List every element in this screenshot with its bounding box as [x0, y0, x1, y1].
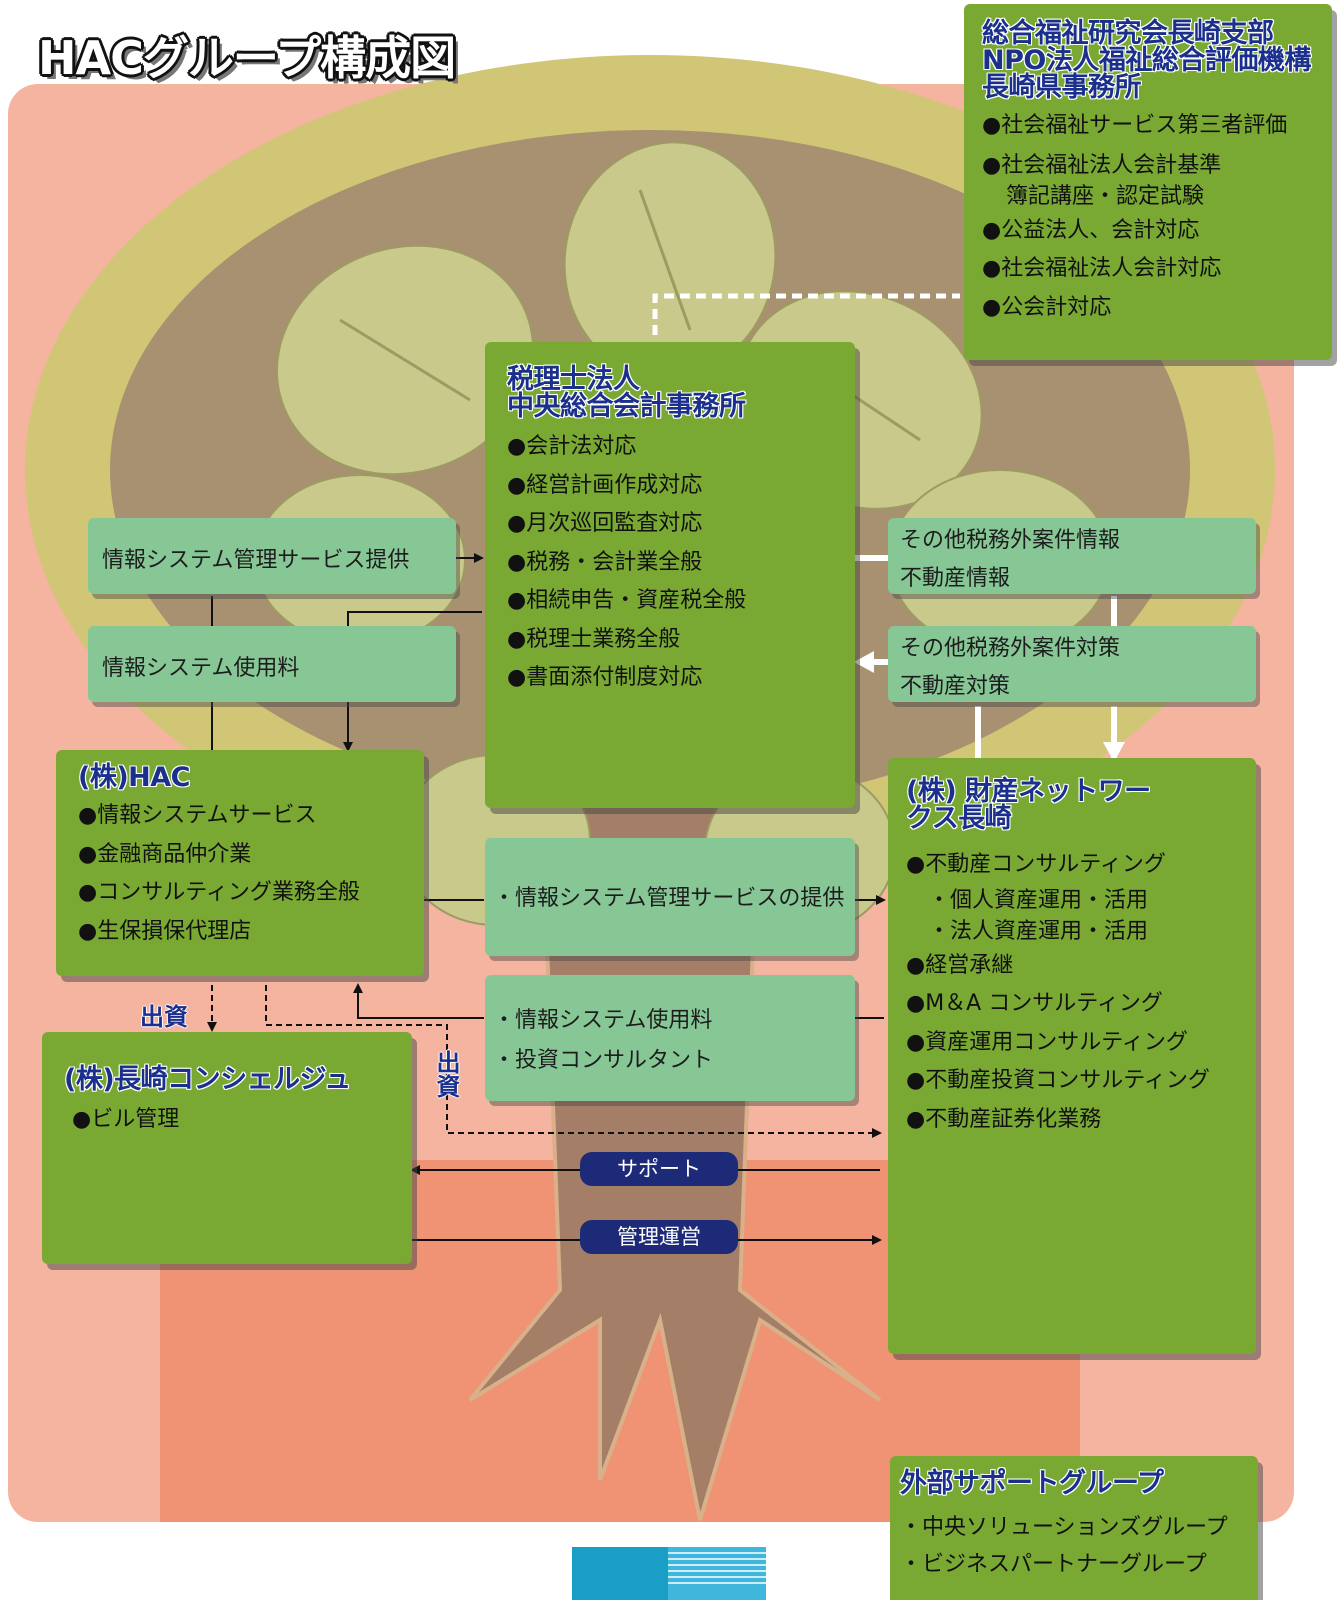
hac-item: ●生保損保代理店: [78, 918, 252, 944]
other-info-line-1: その他税務外案件情報: [900, 528, 1121, 553]
hac-item: ●金融商品仲介業: [78, 841, 252, 867]
mid-service-text: ・情報システム管理サービスの提供: [493, 886, 845, 911]
mid-fee-line-2: ・投資コンサルタント: [493, 1048, 714, 1073]
hac-title: (株)HAC: [78, 762, 191, 793]
external-item: ・ビジネスパートナーグループ: [900, 1552, 1207, 1577]
tax-item: ●相続申告・資産税全般: [507, 588, 747, 613]
zaisan-box: (株) 財産ネットワー クス長崎 ●不動産コンサルティング ・個人資産運用・活用…: [888, 758, 1256, 1354]
zaisan-item: ●不動産証券化業務: [906, 1106, 1102, 1132]
zaisan-item: ●M＆A コンサルティング: [906, 991, 1163, 1016]
label-info-usage-fee-text: 情報システム使用料: [102, 656, 300, 681]
npo-title-2: NPO法人福祉総合評価機構: [982, 45, 1311, 76]
hac-item: ●コンサルティング業務全般: [78, 880, 360, 905]
zaisan-subitem: ・法人資産運用・活用: [928, 918, 1149, 944]
zaisan-subitem: ・個人資産運用・活用: [928, 887, 1149, 913]
npo-item: ●社会福祉法人会計対応: [982, 256, 1222, 281]
label-other-info: その他税務外案件情報 不動産情報: [888, 518, 1256, 594]
npo-title-3: 長崎県事務所: [982, 72, 1142, 103]
zaisan-item: ●経営承継: [906, 952, 1014, 978]
tax-item: ●経営計画作成対応: [507, 472, 703, 498]
concierge-item: ●ビル管理: [72, 1107, 180, 1132]
zaisan-title-1: (株) 財産ネットワー: [906, 776, 1151, 807]
external-support-box: 外部サポートグループ ・中央ソリューションズグループ ・ビジネスパートナーグルー…: [890, 1456, 1258, 1600]
npo-item: ●公益法人、会計対応: [982, 217, 1200, 243]
hac-box: (株)HAC ●情報システムサービス ●金融商品仲介業 ●コンサルティング業務全…: [56, 750, 424, 976]
diagram-title: HACグループ構成図: [38, 31, 456, 85]
tax-item: ●税務・会計業全般: [507, 549, 703, 575]
label-mid-fee: ・情報システム使用料 ・投資コンサルタント: [485, 975, 855, 1101]
label-info-usage-fee: 情報システム使用料: [88, 626, 456, 702]
tax-title-2: 中央総合会計事務所: [507, 391, 746, 422]
npo-item: ●公会計対応: [982, 294, 1112, 320]
zaisan-item: ●不動産投資コンサルティング: [906, 1068, 1210, 1093]
concierge-title: (株)長崎コンシェルジュ: [64, 1064, 351, 1095]
npo-item-sub: 簿記講座・認定試験: [1006, 183, 1205, 209]
label-other-measure: その他税務外案件対策 不動産対策: [888, 626, 1256, 702]
management-pill: 管理運営: [580, 1220, 738, 1254]
tax-item: ●書面添付制度対応: [507, 665, 703, 690]
tax-item: ●税理士業務全般: [507, 626, 681, 652]
npo-item: ●社会福祉サービス第三者評価: [982, 113, 1288, 138]
zaisan-item: ●資産運用コンサルティング: [906, 1029, 1188, 1055]
npo-box: 総合福祉研究会長崎支部 NPO法人福祉総合評価機構 長崎県事務所 ●社会福祉サー…: [964, 4, 1332, 360]
label-info-mgmt-service-text: 情報システム管理サービス提供: [102, 548, 410, 573]
hac-item: ●情報システムサービス: [78, 803, 317, 828]
concierge-box: (株)長崎コンシェルジュ ●ビル管理: [42, 1032, 412, 1264]
other-measure-line-2: 不動産対策: [900, 674, 1011, 699]
npo-title-1: 総合福祉研究会長崎支部: [982, 18, 1274, 49]
label-mid-service: ・情報システム管理サービスの提供: [485, 838, 855, 956]
investment-label-horizontal: 出資: [140, 1003, 188, 1031]
external-title: 外部サポートグループ: [900, 1468, 1164, 1499]
support-pill: サポート: [580, 1152, 738, 1186]
zaisan-item: ●不動産コンサルティング: [906, 852, 1166, 877]
other-info-line-2: 不動産情報: [900, 566, 1011, 591]
tax-title-1: 税理士法人: [507, 364, 640, 395]
footer-decoration: [572, 1547, 766, 1600]
investment-label-vertical: 出資: [432, 1050, 460, 1098]
tax-item: ●月次巡回監査対応: [507, 511, 703, 536]
external-item: ・中央ソリューションズグループ: [900, 1515, 1228, 1540]
mid-fee-line-1: ・情報システム使用料: [493, 1008, 713, 1033]
zaisan-title-2: クス長崎: [906, 803, 1012, 834]
label-info-mgmt-service: 情報システム管理サービス提供: [88, 518, 456, 594]
tax-firm-box: 税理士法人 中央総合会計事務所 ●会計法対応 ●経営計画作成対応 ●月次巡回監査…: [485, 342, 855, 808]
npo-item: ●社会福祉法人会計基準: [982, 152, 1222, 178]
tax-item: ●会計法対応: [507, 434, 637, 459]
other-measure-line-1: その他税務外案件対策: [900, 636, 1121, 661]
